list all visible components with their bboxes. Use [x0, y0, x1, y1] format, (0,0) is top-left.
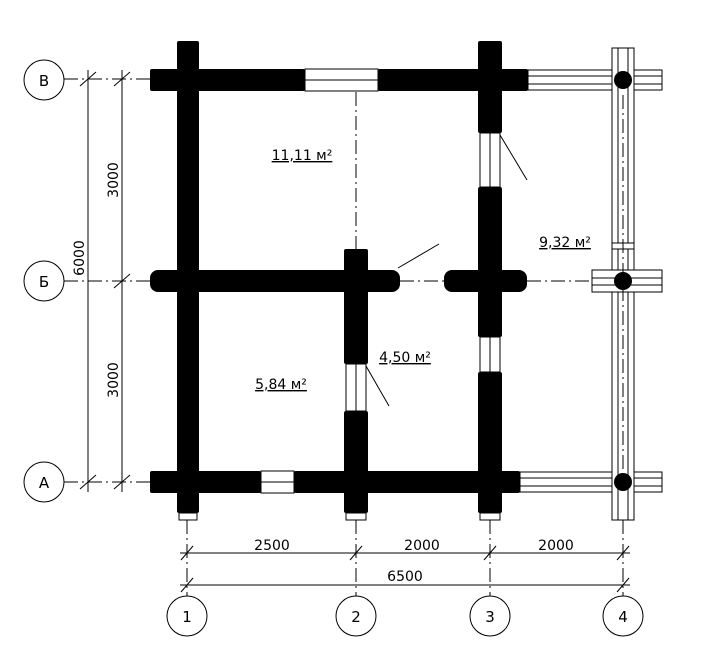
veranda-post	[614, 473, 632, 491]
svg-text:3: 3	[485, 608, 495, 626]
log-ends	[178, 512, 501, 521]
vertical-dimensions: 6000 3000 3000	[72, 70, 131, 492]
grid-col-marker: 4	[602, 595, 644, 637]
dim-vertical-2: 3000	[106, 362, 122, 398]
grid-row-marker: Б	[23, 260, 65, 302]
dim-vertical-total: 6000	[72, 240, 88, 276]
room-area-small: 4,50 м²	[379, 350, 431, 366]
log-walls	[150, 41, 528, 513]
svg-text:Б: Б	[39, 273, 49, 291]
room-area-bottom-left: 5,84 м²	[255, 377, 307, 393]
room-labels: 11,11 м² 9,32 м² 4,50 м² 5,84 м²	[255, 148, 591, 393]
svg-text:А: А	[39, 474, 50, 492]
veranda-post	[614, 71, 632, 89]
openings	[260, 68, 528, 494]
grid-row-marker: В	[23, 59, 65, 101]
grid-col-marker: 3	[469, 595, 511, 637]
svg-text:1: 1	[182, 608, 192, 626]
room-area-top-left: 11,11 м²	[272, 148, 333, 164]
dim-horizontal-3: 2000	[538, 538, 574, 554]
grid-row-markers: В Б А	[23, 59, 65, 503]
horizontal-dimensions: 2500 2000 2000 6500	[180, 538, 630, 593]
svg-text:2: 2	[351, 608, 361, 626]
grid-col-marker: 2	[335, 595, 377, 637]
grid-row-marker: А	[23, 461, 65, 503]
dim-vertical-1: 3000	[106, 162, 122, 198]
dim-horizontal-total: 6500	[387, 569, 423, 585]
svg-text:4: 4	[618, 608, 628, 626]
dim-horizontal-2: 2000	[404, 538, 440, 554]
veranda-post	[614, 272, 632, 290]
svg-text:В: В	[39, 72, 49, 90]
dim-horizontal-1: 2500	[254, 538, 290, 554]
grid-col-markers: 1 2 3 4	[166, 595, 644, 637]
grid-col-marker: 1	[166, 595, 208, 637]
room-area-right: 9,32 м²	[539, 235, 591, 251]
veranda-frame	[519, 47, 663, 521]
grid-axes	[64, 78, 624, 596]
